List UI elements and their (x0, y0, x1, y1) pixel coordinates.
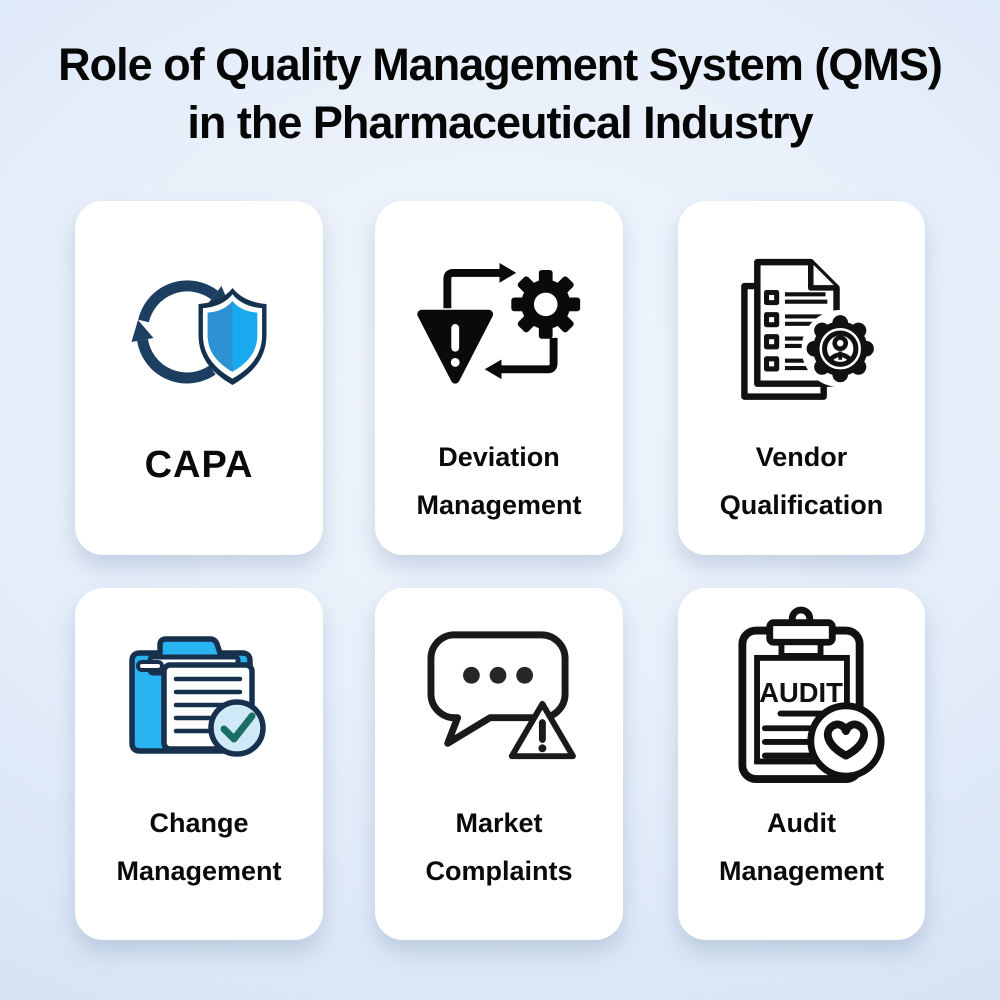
card-market-complaints: Market Complaints (375, 588, 623, 940)
card-label: Change Management (75, 799, 323, 895)
card-label: Deviation Management (375, 433, 623, 529)
card-label-line: Management (718, 856, 885, 886)
card-vendor-qualification: Vendor Qualification (678, 201, 925, 555)
page-title-line1: Role of Quality Management System (QMS) (58, 39, 943, 90)
card-label: Market Complaints (375, 799, 623, 895)
folder-document-check-icon (75, 598, 323, 794)
card-label: Vendor Qualification (678, 433, 925, 529)
speech-bubble-warning-icon (375, 598, 623, 794)
card-label-line: Management (416, 490, 582, 520)
card-label-line: Complaints (425, 856, 573, 886)
page-title: Role of Quality Management System (QMS) … (0, 36, 1000, 152)
card-label-line: Qualification (719, 490, 884, 520)
card-capa: CAPA (75, 201, 323, 555)
card-deviation-management: Deviation Management (375, 201, 623, 555)
card-label-line: Vendor (755, 442, 848, 472)
card-label-line: Deviation (438, 442, 560, 472)
card-label: Audit Management (678, 799, 925, 895)
page-title-line2: in the Pharmaceutical Industry (187, 97, 813, 148)
audit-text: AUDIT (759, 677, 843, 708)
shield-refresh-icon (75, 229, 323, 425)
card-label-line: Management (116, 856, 282, 886)
card-label: CAPA (75, 433, 323, 497)
warning-gear-cycle-icon (375, 229, 623, 425)
card-change-management: Change Management (75, 588, 323, 940)
card-audit-management: AUDIT Audit Management (678, 588, 925, 940)
audit-clipboard-check-icon: AUDIT (678, 598, 925, 794)
card-label-line: Market (455, 808, 543, 838)
card-label-line: Change (149, 808, 249, 838)
card-label-line: CAPA (144, 444, 254, 486)
card-label-line: Audit (767, 808, 836, 838)
checklist-person-gear-icon (678, 229, 925, 425)
